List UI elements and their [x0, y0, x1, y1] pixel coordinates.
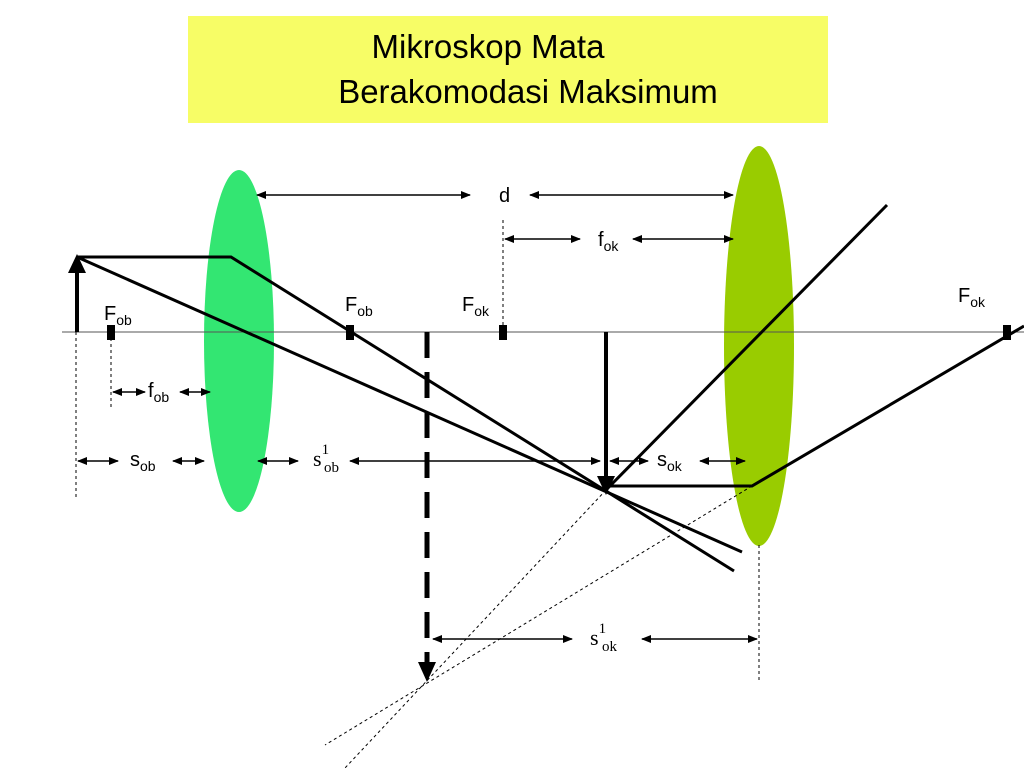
label-s-ob: sob [130, 449, 156, 474]
label-f-ok: fok [598, 229, 619, 254]
label-f-ob-main: f [148, 380, 154, 402]
label-s1-ob-sup: 1 [322, 442, 330, 458]
label-F-ok-right: Fok [958, 285, 986, 310]
label-f-ok-main: f [598, 229, 604, 251]
label-s-ok-main: s [657, 449, 667, 471]
label-s1-ok-main: s [590, 625, 599, 650]
label-s-ok: sok [657, 449, 683, 474]
title-line-1: Mikroskop Mata [371, 28, 605, 65]
label-F-ok-right-main: F [958, 285, 970, 307]
label-s1-ok-sub: ok [602, 639, 618, 655]
label-s-ob-main: s [130, 449, 140, 471]
label-s-ok-sub: ok [667, 458, 683, 474]
fok-marker-left [499, 325, 507, 340]
label-F-ob-left-sub: ob [116, 312, 132, 328]
label-F-ob-right-main: F [345, 294, 357, 316]
label-s1-ob-sub: ob [324, 460, 339, 476]
label-F-ob-right-sub: ob [357, 303, 373, 319]
label-s1-ob-main: s [313, 446, 322, 471]
extension-ray-2 [344, 489, 607, 768]
label-f-ob-sub: ob [154, 389, 170, 405]
title-line-2: Berakomodasi Maksimum [338, 73, 718, 110]
object-arrowhead [68, 254, 86, 273]
label-F-ob-right: Fob [345, 294, 373, 319]
fok-marker-right [1003, 325, 1011, 340]
label-s1-ok: s1 ok [590, 621, 618, 655]
extension-ray-1 [324, 485, 753, 746]
label-s1-ob: s1 ob [313, 442, 339, 476]
label-s1-ok-sup: 1 [599, 621, 607, 637]
label-F-ob-left-main: F [104, 303, 116, 325]
eyepiece-lens [724, 146, 794, 546]
label-f-ob: fob [148, 380, 169, 405]
label-s-ob-sub: ob [140, 458, 156, 474]
fob-marker-left [107, 325, 115, 340]
label-f-ok-sub: ok [604, 238, 620, 254]
ray-parallel-objective [77, 255, 735, 573]
label-F-ob-left: Fob [104, 303, 132, 328]
label-F-ok-left-sub: ok [474, 303, 490, 319]
title-box: Mikroskop Mata Berakomodasi Maksimum [188, 16, 828, 123]
ray-center-eyepiece [604, 203, 889, 492]
label-d: d [499, 185, 510, 207]
label-F-ok-left: Fok [462, 294, 490, 319]
final-image-arrowhead [418, 662, 436, 682]
label-F-ok-left-main: F [462, 294, 474, 316]
ray-center-objective [76, 255, 743, 554]
label-F-ok-right-sub: ok [970, 294, 986, 310]
